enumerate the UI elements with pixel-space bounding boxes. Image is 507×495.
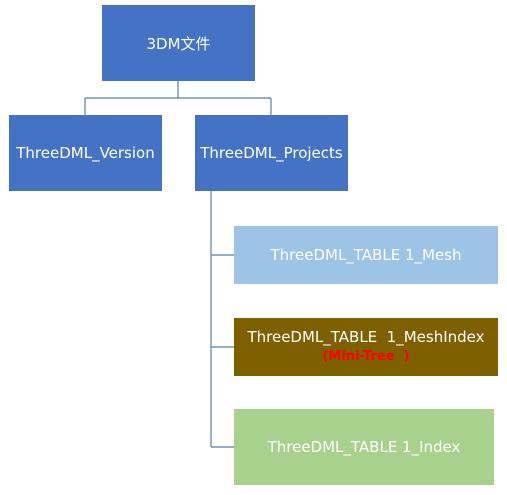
node-table-mesh: ThreeDML_TABLE 1_Mesh (234, 226, 498, 284)
node-threedml-version: ThreeDML_Version (9, 115, 162, 191)
node-threedml-projects-label: ThreeDML_Projects (200, 144, 343, 162)
node-table-index-label: ThreeDML_TABLE 1_Index (267, 438, 461, 456)
node-table-mesh-label: ThreeDML_TABLE 1_Mesh (270, 246, 462, 264)
node-3dm-file-label: 3DM文件 (146, 34, 211, 53)
node-table-meshindex-sublabel: (Mini-Tree ) (322, 349, 410, 364)
node-threedml-version-label: ThreeDML_Version (16, 144, 155, 162)
node-table-index: ThreeDML_TABLE 1_Index (234, 409, 494, 485)
node-3dm-file: 3DM文件 (102, 5, 255, 81)
node-threedml-projects: ThreeDML_Projects (195, 115, 348, 191)
node-table-meshindex-label: ThreeDML_TABLE 1_MeshIndex (247, 328, 485, 346)
node-table-meshindex: ThreeDML_TABLE 1_MeshIndex (Mini-Tree ) (234, 318, 498, 376)
